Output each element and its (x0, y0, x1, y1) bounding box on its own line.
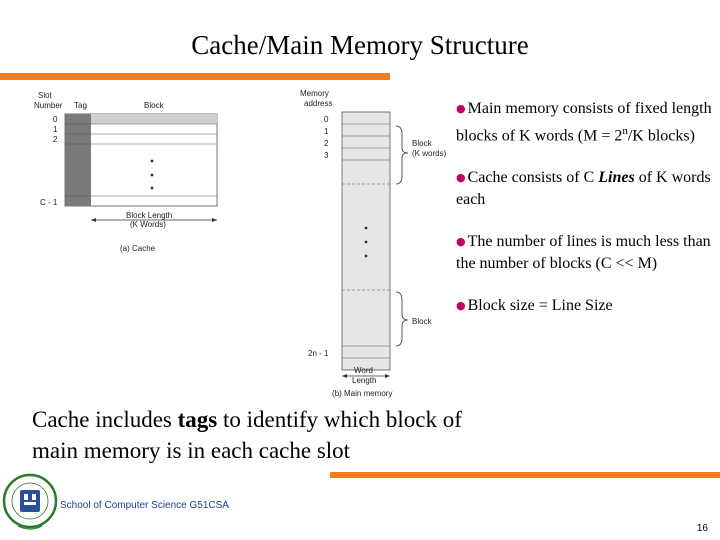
bullet-text: Cache consists of C (467, 169, 599, 187)
bottom-accent-rule (330, 472, 720, 478)
tag-header: Tag (74, 101, 87, 110)
bullet-text: Block size = Line Size (467, 297, 613, 315)
summary-text-part: Cache includes (32, 407, 178, 432)
tag-column (65, 114, 91, 206)
memory-address-header-1: Memory (300, 89, 329, 98)
bullet-icon: ● (456, 171, 466, 185)
bullet-item: ●Main memory consists of fixed length bl… (456, 98, 718, 147)
memory-address-0: 0 (324, 115, 329, 124)
block-brace-label-1: Block (412, 139, 433, 148)
block-label: Block (412, 317, 433, 326)
bullet-icon: ● (456, 235, 466, 249)
main-memory-diagram: Memory address 0 1 2 3 2n - 1 Block (K w… (300, 89, 447, 398)
summary-text-part: to identify which block of main memory i… (32, 407, 462, 463)
word-length-label-1: Word (354, 366, 373, 375)
block-header: Block (144, 101, 165, 110)
bullet-icon: ● (456, 102, 466, 115)
bullet-text: The number of lines is much less than th… (456, 233, 711, 273)
university-crest-logo (2, 473, 58, 530)
block-brace-2 (395, 291, 409, 347)
bullet-item: ●Block size = Line Size (456, 295, 718, 317)
bullet-text: Main memory consists of fixed length blo… (456, 100, 712, 145)
cache-row-2: 2 (53, 135, 58, 144)
word-length-label-2: Length (352, 376, 376, 385)
block-length-label-1: Block Length (126, 211, 172, 220)
bullet-text: /K blocks) (627, 127, 695, 145)
page-number: 16 (696, 523, 708, 534)
top-accent-rule (0, 73, 390, 80)
tags-summary-text: Cache includes tags to identify which bl… (32, 404, 512, 466)
memory-address-2: 2 (324, 139, 329, 148)
cache-diagram: Slot Number Tag Block 0 1 2 C - 1 Block … (34, 91, 218, 253)
block-length-label-2: (K Words) (130, 220, 166, 229)
cache-caption: (a) Cache (120, 244, 156, 253)
bullet-item: ●The number of lines is much less than t… (456, 231, 718, 275)
footer-school-label: School of Computer Science G51CSA (60, 500, 229, 511)
block-brace (395, 125, 409, 185)
slide-title: Cache/Main Memory Structure (191, 30, 529, 60)
memory-address-3: 3 (324, 151, 329, 160)
main-memory-caption: (b) Main memory (332, 389, 392, 398)
cache-last-row: C - 1 (40, 198, 58, 207)
bullet-text: of K words each (456, 169, 711, 209)
memory-address-1: 1 (324, 127, 329, 136)
bullet-icon: ● (456, 299, 466, 313)
slot-number-header-2: Number (34, 101, 63, 110)
cache-memory-figure: Slot Number Tag Block 0 1 2 C - 1 Block … (34, 89, 447, 398)
bullet-text: Lines (598, 169, 635, 187)
tags-keyword: tags (177, 407, 218, 432)
block-brace-label-2: (K words) (412, 149, 447, 158)
bullet-item: ●Cache consists of C Lines of K words ea… (456, 167, 718, 211)
memory-address-header-2: address (304, 99, 332, 108)
bullet-text: n (622, 125, 628, 137)
memory-last-address: 2n - 1 (308, 349, 329, 358)
cache-row-0: 0 (53, 115, 58, 124)
bullet-list: ●Main memory consists of fixed length bl… (456, 98, 718, 337)
slot-number-header-1: Slot (38, 91, 53, 100)
cache-row-1: 1 (53, 125, 58, 134)
